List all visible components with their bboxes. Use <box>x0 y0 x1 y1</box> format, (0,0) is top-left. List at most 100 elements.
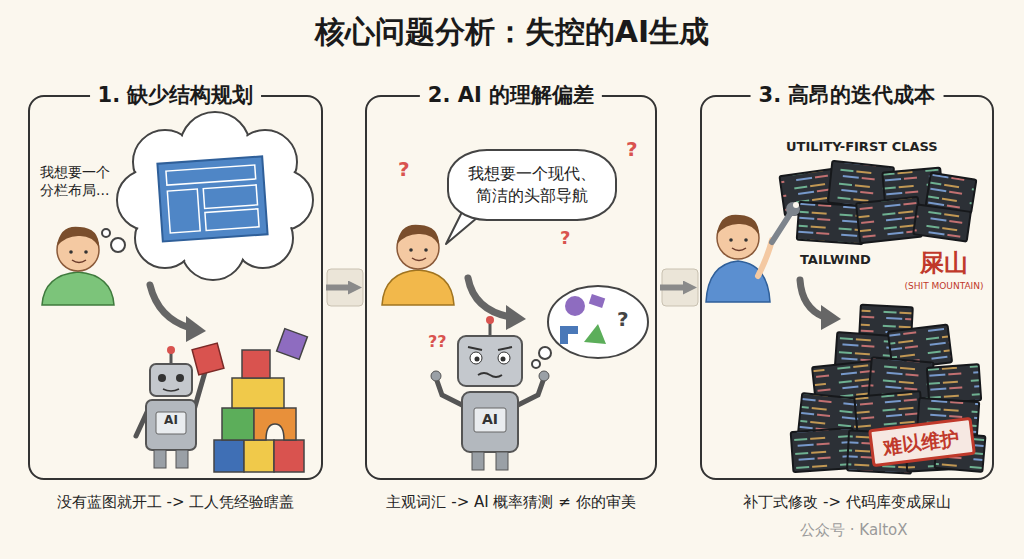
panel-caption: 补丁式修改 -> 代码库变成屎山 <box>700 493 994 513</box>
code-label: UTILITY-FIRST CLASS <box>786 139 938 156</box>
blueprint <box>157 156 267 241</box>
robot <box>472 452 484 470</box>
blueprint <box>166 165 259 233</box>
robot <box>163 389 179 391</box>
curved-arrow <box>800 280 824 317</box>
flow-arrow <box>326 285 348 291</box>
blueprint <box>167 189 200 233</box>
blueprint <box>205 209 259 231</box>
robot-chest-label: AI <box>156 413 186 429</box>
toy-blocks <box>214 440 244 472</box>
robot <box>431 371 441 381</box>
robot-thought <box>532 286 648 368</box>
person <box>397 225 439 269</box>
flow-arrow <box>660 285 683 291</box>
code-pile <box>797 202 865 245</box>
robot <box>158 374 166 382</box>
person <box>42 272 114 305</box>
toy-blocks <box>214 329 307 472</box>
person <box>758 240 772 276</box>
robot <box>150 364 192 396</box>
curved-arrow <box>800 280 841 330</box>
toy-blocks <box>274 440 304 472</box>
arrow-box <box>327 269 363 306</box>
robot <box>498 347 512 350</box>
panel-caption: 没有蓝图就开工 -> 工人凭经验瞎盖 <box>28 493 323 513</box>
curved-arrow <box>821 305 841 330</box>
robot <box>462 392 518 452</box>
code-label: TAILWIND <box>800 252 871 269</box>
robot <box>539 371 549 381</box>
person <box>57 227 99 271</box>
thought-cloud <box>119 114 312 279</box>
wrench <box>772 214 790 242</box>
wrench <box>793 202 799 208</box>
panel-heading: 2. AI 的理解偏差 <box>420 81 602 109</box>
person <box>706 215 772 302</box>
code-pile <box>780 161 977 244</box>
person <box>42 227 114 305</box>
curved-arrow <box>468 278 526 330</box>
code-pile <box>780 161 977 244</box>
thought-cloud <box>102 229 110 237</box>
robot <box>486 316 494 324</box>
robot <box>458 336 522 386</box>
question-mark: ? <box>560 226 570 249</box>
robot <box>474 408 506 432</box>
robot <box>475 357 480 362</box>
code-mountain <box>791 305 986 474</box>
question-mark: ? <box>626 136 638 162</box>
person <box>717 215 759 259</box>
robot-thought <box>548 286 648 358</box>
mess-sublabel: (SHIT MOUNTAIN) <box>899 281 989 293</box>
toy-blocks <box>232 378 284 408</box>
curved-arrow <box>150 285 190 328</box>
robot <box>498 352 510 364</box>
toy-blocks <box>244 440 274 472</box>
robot <box>176 450 188 468</box>
curved-arrow <box>468 278 510 317</box>
page-title: 核心问题分析：失控的AI生成 <box>0 12 1024 52</box>
watermark: 公众号 · KaltoX <box>800 521 908 541</box>
speech-text: 我想要一个现代、简洁的头部导航 <box>463 163 601 206</box>
blueprint <box>166 165 256 185</box>
code-mountain <box>791 428 856 472</box>
robot-thought <box>565 296 585 316</box>
code-pile <box>856 197 922 243</box>
toy-blocks <box>222 408 254 440</box>
robot <box>501 357 506 362</box>
thought-cloud <box>102 112 313 280</box>
problem-panel: 2. AI 的理解偏差我想要一个现代、简洁的头部导航 <box>365 95 657 480</box>
question-mark: ?? <box>428 332 447 353</box>
speech-bubble: 我想要一个现代、简洁的头部导航 <box>447 149 617 221</box>
person <box>382 270 454 305</box>
robot <box>489 322 492 336</box>
robot <box>496 452 508 470</box>
robot-thought <box>584 324 606 344</box>
question-mark: ? <box>398 156 410 182</box>
curved-arrow <box>186 316 206 342</box>
panel-caption: 主观词汇 -> AI 概率猜测 ≠ 你的审美 <box>365 493 657 513</box>
robot <box>167 346 175 354</box>
robot-thought <box>532 360 540 368</box>
thought-text: 我想要一个分栏布局... <box>40 163 116 199</box>
arrow-box <box>327 269 698 306</box>
wrench <box>786 202 800 216</box>
curved-arrow <box>150 285 206 342</box>
blueprint <box>203 185 257 209</box>
person <box>382 225 454 305</box>
wrench <box>772 202 800 242</box>
robot <box>431 316 549 470</box>
robot <box>468 347 482 350</box>
code-pile <box>913 204 971 241</box>
code-mountain <box>791 305 986 474</box>
stamp-text: 难以维护 <box>882 426 960 459</box>
toy-blocks <box>277 329 308 360</box>
blueprint <box>157 156 267 241</box>
panel-heading: 3. 高昂的迭代成本 <box>751 81 944 109</box>
thought-cloud <box>155 140 271 256</box>
robot <box>146 400 196 450</box>
mess-label: 屎山 <box>904 248 984 279</box>
warning-stamp: 难以维护 <box>868 417 976 467</box>
